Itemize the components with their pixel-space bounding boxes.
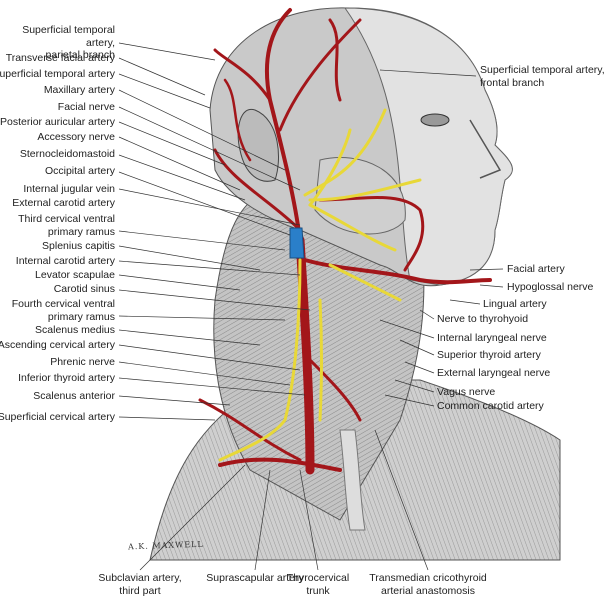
label-accessory-nerve: Accessory nerve xyxy=(37,131,115,143)
label-transmedian-cricothyroid-arterial-anastomosis: Transmedian cricothyroid arterial anasto… xyxy=(369,572,487,597)
leader-lines xyxy=(118,42,504,571)
label-text: Superficial temporal artery, parietal br… xyxy=(22,24,115,61)
label-nerve-to-thyrohyoid: Nerve to thyrohyoid xyxy=(437,313,529,325)
label-facial-nerve: Facial nerve xyxy=(57,101,115,113)
label-internal-laryngeal-nerve: Internal laryngeal nerve xyxy=(437,332,547,344)
label-fourth-cervical-ventral-primary-ramus: Fourth cervical ventral primary ramus xyxy=(11,298,115,323)
label-superficial-temporal-artery-parietal-branch: Superficial temporal artery, parietal br… xyxy=(0,24,115,62)
label-splenius-capitis: Splenius capitis xyxy=(42,240,115,252)
trachea xyxy=(339,429,366,531)
label-superficial-temporal-artery-frontal-branch: Superficial temporal artery, frontal bra… xyxy=(480,64,605,89)
label-phrenic-nerve: Phrenic nerve xyxy=(50,356,115,368)
label-sternocleidomastoid: Sternocleidomastoid xyxy=(19,148,115,160)
label-transverse-facial-artery: Transverse facial artery xyxy=(5,52,115,64)
label-superior-thyroid-artery: Superior thyroid artery xyxy=(437,349,541,361)
label-lingual-artery: Lingual artery xyxy=(483,298,547,310)
label-facial-artery: Facial artery xyxy=(507,263,565,275)
label-thyrocervical-trunk: Thyrocervical trunk xyxy=(286,572,350,597)
label-ascending-cervical-artery: Ascending cervical artery xyxy=(0,339,115,351)
label-suprascapular-artery: Suprascapular artery xyxy=(206,572,304,584)
ear xyxy=(237,108,279,182)
label-inferior-thyroid-artery: Inferior thyroid artery xyxy=(18,372,115,384)
label-superficial-cervical-artery: Superficial cervical artery xyxy=(0,411,115,423)
label-superficial-temporal-artery: Superficial temporal artery xyxy=(0,68,115,80)
arteries xyxy=(198,8,492,475)
nose xyxy=(469,119,502,179)
label-occipital-artery: Occipital artery xyxy=(44,165,115,177)
label-vagus-nerve: Vagus nerve xyxy=(437,386,496,398)
label-common-carotid-artery: Common carotid artery xyxy=(437,400,544,412)
label-levator-scapulae: Levator scapulae xyxy=(35,269,115,281)
label-third-cervical-ventral-primary-ramus: Third cervical ventral primary ramus xyxy=(18,213,115,238)
nerves xyxy=(218,108,422,462)
label-subclavian-artery-third-part: Subclavian artery, third part xyxy=(98,572,182,597)
internal-jugular-vein xyxy=(289,227,305,259)
label-scalenus-medius: Scalenus medius xyxy=(35,324,115,336)
label-posterior-auricular-artery: Posterior auricular artery xyxy=(0,116,115,128)
label-hypoglossal-nerve: Hypoglossal nerve xyxy=(507,281,594,293)
label-carotid-sinus: Carotid sinus xyxy=(53,283,115,295)
label-internal-carotid-artery: Internal carotid artery xyxy=(15,255,115,267)
label-maxillary-artery: Maxillary artery xyxy=(43,84,115,96)
label-scalenus-anterior: Scalenus anterior xyxy=(33,390,115,402)
eye xyxy=(420,113,450,127)
label-internal-jugular-vein: Internal jugular vein xyxy=(23,183,115,195)
label-external-laryngeal-nerve: External laryngeal nerve xyxy=(437,367,551,379)
label-external-carotid-artery: External carotid artery xyxy=(12,197,115,209)
